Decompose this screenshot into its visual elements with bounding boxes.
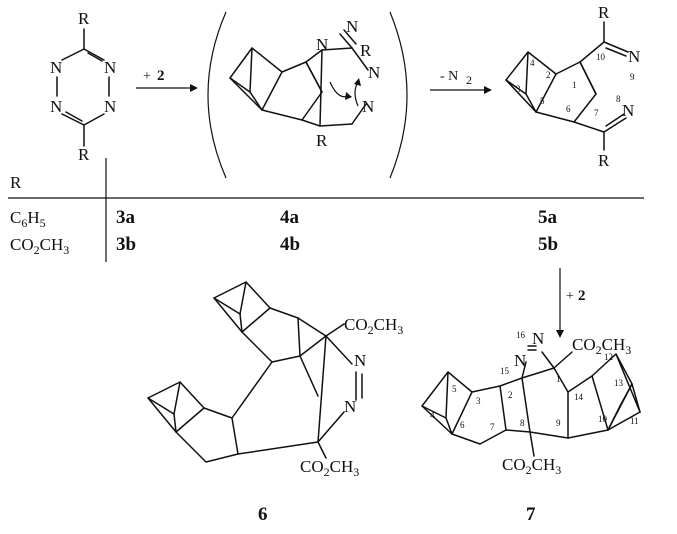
row2-compound3: 3b — [116, 234, 136, 255]
locant: 4 — [430, 410, 435, 420]
locant: 10 — [598, 414, 608, 424]
product5-structure: R R N N 1 2 3 4 5 6 7 8 9 10 — [505, 3, 640, 170]
compound7-ester-bottom: CO2CH3 — [502, 455, 561, 477]
product5-r-top: R — [598, 3, 610, 22]
locant: 7 — [490, 422, 495, 432]
compound6-label: 6 — [258, 504, 268, 525]
compound6-structure: CO2CH3 N N CO2CH3 6 — [147, 281, 403, 525]
arrow3-plus: + — [566, 289, 574, 304]
compound6-n: N — [344, 397, 356, 416]
intermediate-n: N — [368, 63, 380, 82]
row2-compound5: 5b — [538, 234, 558, 255]
arrow2-reagent: - N — [440, 69, 458, 84]
locant: 6 — [566, 104, 571, 114]
locant: 5 — [540, 96, 545, 106]
compound7-label: 7 — [526, 504, 536, 525]
compound7-n15: N — [514, 351, 526, 370]
compound7-ester-top: CO2CH3 — [572, 335, 631, 357]
row1-r: C6H5 — [10, 208, 46, 230]
intermediate-n: N — [316, 35, 328, 54]
intermediate-r: R — [360, 41, 372, 60]
compound6-ester-top: CO2CH3 — [344, 315, 403, 337]
locant: 3 — [476, 396, 481, 406]
tetrazine-structure: R R N N N N — [50, 9, 116, 164]
tetrazine-n: N — [50, 58, 62, 77]
tetrazine-n: N — [50, 97, 62, 116]
row1-compound3: 3a — [116, 207, 136, 228]
locant: 9 — [556, 418, 561, 428]
compound7-n16-locant: 16 — [516, 330, 526, 340]
row1-compound5: 5a — [538, 207, 558, 228]
product5-r-bottom: R — [598, 151, 610, 170]
locant: 10 — [596, 52, 606, 62]
locant: 5 — [452, 384, 457, 394]
compound7-structure: N 16 N 15 CO2CH3 CO2CH3 1 2 3 4 5 6 7 8 … — [421, 329, 641, 525]
locant: 14 — [574, 392, 584, 402]
locant: 4 — [530, 58, 535, 68]
locant: 8 — [616, 94, 621, 104]
locant: 1 — [572, 80, 577, 90]
reaction-arrow-2: - N 2 — [430, 69, 492, 94]
intermediate-r: R — [316, 131, 328, 150]
locant: 9 — [630, 72, 635, 82]
table-header: R — [10, 173, 22, 192]
locant: 13 — [614, 378, 624, 388]
reaction-arrow-3: + 2 — [556, 268, 586, 338]
locant: 1 — [556, 374, 561, 384]
arrow2-reagent-sub: 2 — [466, 73, 472, 87]
substituent-table: R C6H5 3a 4a 5a CO2CH3 3b 4b 5b — [8, 158, 644, 262]
tetrazine-r-bottom: R — [78, 145, 90, 164]
intermediate-n: N — [346, 17, 358, 36]
intermediate-structure: N N N N R R — [207, 11, 408, 179]
compound6-n: N — [354, 351, 366, 370]
reaction-arrow-1: + 2 — [136, 68, 198, 92]
locant: 2 — [508, 390, 513, 400]
locant: 8 — [520, 418, 525, 428]
arrow3-reagent: 2 — [578, 288, 586, 304]
intermediate-n: N — [362, 97, 374, 116]
arrow1-reagent: 2 — [157, 68, 165, 84]
locant: 6 — [460, 420, 465, 430]
locant: 7 — [594, 108, 599, 118]
row2-compound4: 4b — [280, 234, 300, 255]
row2-r: CO2CH3 — [10, 235, 69, 257]
locant: 2 — [546, 70, 551, 80]
product5-n8: N — [622, 101, 634, 120]
tetrazine-n: N — [104, 97, 116, 116]
locant: 3 — [516, 84, 521, 94]
tetrazine-r-top: R — [78, 9, 90, 28]
row1-compound4: 4a — [280, 207, 300, 228]
locant: 12 — [604, 352, 613, 362]
arrow1-plus: + — [143, 69, 151, 84]
compound6-ester-bottom: CO2CH3 — [300, 457, 359, 479]
locant: 11 — [630, 416, 639, 426]
compound7-n15-locant: 15 — [500, 366, 510, 376]
product5-n9: N — [628, 47, 640, 66]
compound7-n16: N — [532, 329, 544, 348]
tetrazine-n: N — [104, 58, 116, 77]
